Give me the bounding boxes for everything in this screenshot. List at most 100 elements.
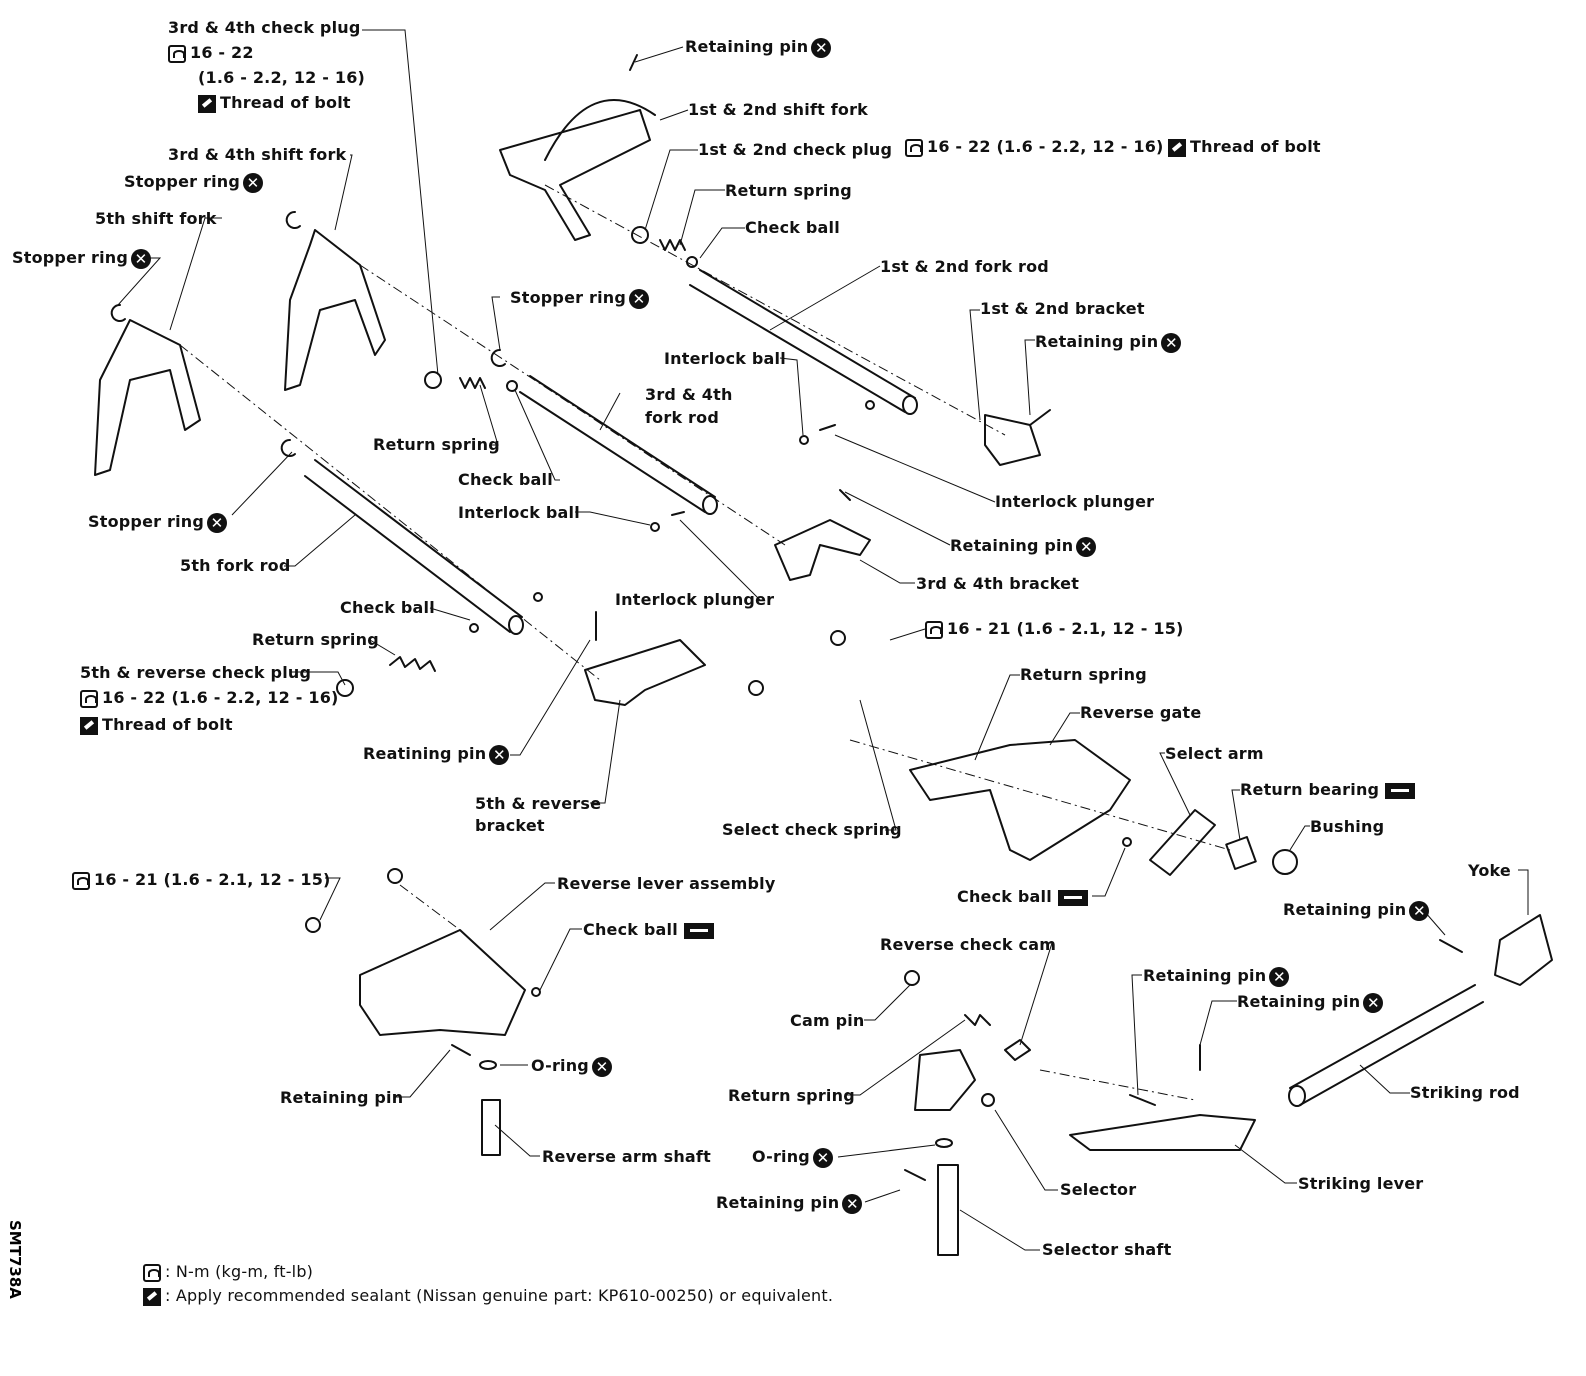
shift-fork-1st-2nd <box>499 99 656 241</box>
selector <box>914 1049 976 1111</box>
label-retaining-pin-striking-1: Retaining pin✕ <box>1143 966 1290 987</box>
label-o-ring-reverse: O-ring✕ <box>531 1056 612 1077</box>
sealant-icon <box>143 1287 161 1306</box>
label-3rd-4th-check-plug: 3rd & 4th check plug <box>168 18 361 37</box>
label-reverse-arm-shaft: Reverse arm shaft <box>542 1147 711 1166</box>
bracket-5th-reverse <box>584 639 706 706</box>
label-striking-rod: Striking rod <box>1410 1083 1520 1102</box>
label-select-arm: Select arm <box>1165 744 1264 763</box>
label-o-ring-selector: O-ring✕ <box>752 1147 833 1168</box>
label-return-spring-1st-2nd: Return spring <box>725 181 852 200</box>
label-yoke: Yoke <box>1468 861 1511 880</box>
label-bushing: Bushing <box>1310 817 1385 836</box>
grease-icon <box>1385 782 1416 799</box>
replace-icon: ✕ <box>842 1193 863 1214</box>
replace-icon: ✕ <box>243 172 264 193</box>
label-3rd-4th-fork-rod-line1: 3rd & 4th <box>645 385 733 404</box>
label-5th-reverse-check-plug-torque: 16 - 22 (1.6 - 2.2, 12 - 16) <box>80 688 339 708</box>
label-1st-2nd-check-plug-sealant: Thread of bolt <box>1168 137 1321 157</box>
reverse-gate <box>909 739 1131 861</box>
label-return-spring-5th: Return spring <box>252 630 379 649</box>
select-arm <box>1149 809 1216 876</box>
figure-code: SMT738A <box>6 1220 24 1299</box>
label-stopper-ring-5th-fork: Stopper ring✕ <box>12 248 152 269</box>
label-retaining-pin-striking-2: Retaining pin✕ <box>1237 992 1384 1013</box>
fork-rod-5th <box>304 459 524 635</box>
label-select-check-spring: Select check spring <box>722 820 902 839</box>
label-3rd-4th-shift-fork: 3rd & 4th shift fork <box>168 145 347 164</box>
label-return-bearing: Return bearing <box>1240 780 1416 800</box>
replace-icon: ✕ <box>1076 536 1097 557</box>
label-return-spring-3rd-4th: Return spring <box>373 435 500 454</box>
reverse-lever-assembly <box>359 929 526 1036</box>
replace-icon: ✕ <box>1363 992 1384 1013</box>
label-5th-reverse-bracket-line1: 5th & reverse <box>475 794 602 813</box>
label-5th-shift-fork: 5th shift fork <box>95 209 217 228</box>
replace-icon: ✕ <box>489 744 510 765</box>
replace-icon: ✕ <box>812 1147 833 1168</box>
striking-rod <box>1288 984 1484 1107</box>
sealant-icon <box>80 716 98 735</box>
striking-lever <box>1069 1114 1256 1151</box>
legend-torque: : N-m (kg-m, ft-lb) <box>143 1262 313 1282</box>
label-interlock-plunger-upper: Interlock plunger <box>995 492 1155 511</box>
fork-rod-3rd-4th <box>519 375 718 515</box>
reverse-check-cam <box>1004 1039 1031 1061</box>
label-stopper-ring-3rd-4th: Stopper ring✕ <box>124 172 264 193</box>
label-retaining-pin-reverse: Retaining pin <box>280 1088 404 1107</box>
label-selector-shaft: Selector shaft <box>1042 1240 1172 1259</box>
replace-icon: ✕ <box>1269 966 1290 987</box>
label-5th-fork-rod: 5th fork rod <box>180 556 291 575</box>
label-stopper-ring-5th-rod: Stopper ring✕ <box>88 512 228 533</box>
label-3rd-4th-check-plug-torque-values: (1.6 - 2.2, 12 - 16) <box>198 68 366 87</box>
label-retaining-pin-selector: Retaining pin✕ <box>716 1193 863 1214</box>
return-spring-3rd-4th <box>459 377 486 389</box>
sealant-icon <box>198 94 216 113</box>
torque-icon <box>143 1263 161 1282</box>
grease-icon <box>1057 889 1088 906</box>
replace-icon: ✕ <box>1161 332 1182 353</box>
label-retaining-pin-1st-2nd-bracket: Retaining pin✕ <box>1035 332 1182 353</box>
selector-shaft <box>937 1164 959 1256</box>
replace-icon: ✕ <box>811 37 832 58</box>
label-retaining-pin-3rd-4th-bracket: Retaining pin✕ <box>950 536 1097 557</box>
shift-fork-5th <box>94 319 201 476</box>
label-check-ball-gate: Check ball <box>957 887 1088 907</box>
label-interlock-ball-middle: Interlock ball <box>458 503 580 522</box>
torque-icon <box>72 871 90 890</box>
label-stopper-ring-3rd-4th-rod: Stopper ring✕ <box>510 288 650 309</box>
label-1st-2nd-shift-fork: 1st & 2nd shift fork <box>688 100 869 119</box>
bracket-1st-2nd <box>984 414 1041 466</box>
torque-icon <box>80 689 98 708</box>
label-1st-2nd-bracket: 1st & 2nd bracket <box>980 299 1145 318</box>
replace-icon: ✕ <box>1409 900 1430 921</box>
replace-icon: ✕ <box>591 1056 612 1077</box>
label-1st-2nd-fork-rod: 1st & 2nd fork rod <box>880 257 1049 276</box>
label-3rd-4th-check-plug-torque: 16 - 22 <box>168 43 254 63</box>
label-reverse-lever-assembly: Reverse lever assembly <box>557 874 776 893</box>
shift-fork-3rd-4th <box>284 229 386 391</box>
label-5th-reverse-bracket-line2: bracket <box>475 816 545 835</box>
return-spring-5th <box>389 656 436 672</box>
label-5th-reverse-check-plug-sealant: Thread of bolt <box>80 715 233 735</box>
label-torque-16-21-upper: 16 - 21 (1.6 - 2.1, 12 - 15) <box>925 619 1184 639</box>
reverse-arm-shaft <box>481 1099 501 1156</box>
label-check-ball-reverse-lever: Check ball <box>583 920 714 940</box>
label-1st-2nd-check-plug: 1st & 2nd check plug <box>698 140 893 159</box>
torque-icon <box>905 138 923 157</box>
replace-icon: ✕ <box>629 288 650 309</box>
replace-icon: ✕ <box>131 248 152 269</box>
label-3rd-4th-fork-rod-line2: fork rod <box>645 408 719 427</box>
label-3rd-4th-bracket: 3rd & 4th bracket <box>916 574 1080 593</box>
label-cam-pin: Cam pin <box>790 1011 865 1030</box>
label-check-ball-3rd-4th: Check ball <box>458 470 553 489</box>
label-5th-reverse-check-plug: 5th & reverse check plug <box>80 663 312 682</box>
label-check-ball-1st-2nd: Check ball <box>745 218 840 237</box>
label-retaining-pin-top: Retaining pin✕ <box>685 37 832 58</box>
label-1st-2nd-check-plug-torque: 16 - 22 (1.6 - 2.2, 12 - 16) <box>905 137 1164 157</box>
label-reverse-check-cam: Reverse check cam <box>880 935 1057 954</box>
yoke <box>1494 914 1553 986</box>
fork-rod-1st-2nd <box>689 269 918 415</box>
